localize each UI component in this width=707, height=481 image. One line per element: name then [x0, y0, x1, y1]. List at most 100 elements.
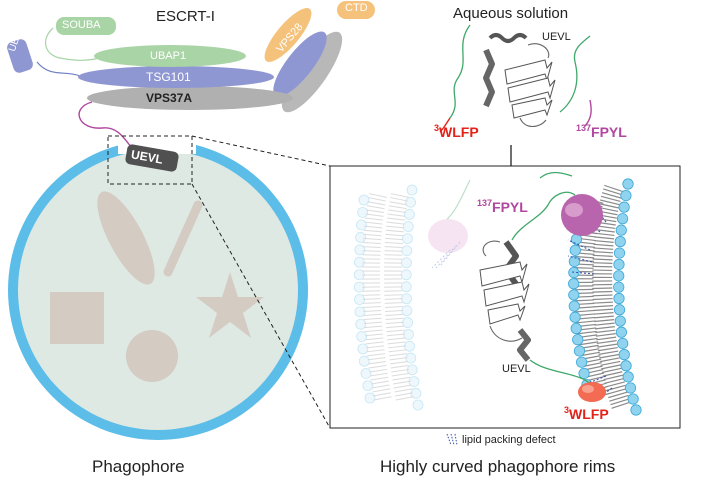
- fpyl-surface: [561, 194, 603, 236]
- aqueous-c-linker: [559, 35, 591, 113]
- aqueous-helix-2: [483, 48, 495, 108]
- membrane-uevl-protein: [479, 171, 606, 402]
- lipid-head-faded: [401, 293, 412, 305]
- lipid-head-inner: [568, 289, 580, 301]
- phagophore: [8, 136, 308, 440]
- lipid-head-faded: [401, 245, 413, 257]
- lipid-head-faded: [354, 294, 365, 305]
- membrane-panel: [329, 165, 681, 446]
- lipid-head-faded: [358, 194, 370, 206]
- lipid-head-faded: [357, 343, 369, 355]
- lipid-head-faded: [356, 331, 368, 342]
- lipid-head-outer: [620, 360, 632, 372]
- souba-linker: [44, 27, 101, 61]
- lipid-head-inner: [576, 356, 588, 368]
- tsg101-label: TSG101: [146, 70, 191, 84]
- lipid-head-outer: [620, 189, 632, 202]
- lipid-head-inner: [568, 255, 580, 268]
- aqueous-uevl-protein: [439, 24, 592, 133]
- aqueous-wlfp-index: 3: [434, 123, 440, 133]
- lipid-head-faded: [412, 399, 424, 411]
- lipid-head-faded: [354, 306, 366, 318]
- lipid-head-faded: [402, 221, 414, 232]
- uevl-tag: [125, 144, 179, 172]
- vps28-rod: [264, 8, 312, 62]
- lipid-head-faded: [402, 317, 413, 328]
- uev-box: [7, 39, 33, 73]
- uevl-linker: [78, 101, 133, 149]
- lipid-head-faded: [354, 244, 366, 256]
- ubap1-label: UBAP1: [150, 50, 187, 62]
- lipid-head-faded: [355, 318, 367, 330]
- lipid-head-faded: [356, 219, 367, 231]
- lipid-head-outer: [613, 247, 626, 259]
- lipid-head-inner: [568, 278, 580, 290]
- aqueous-fpyl-index: 137: [576, 123, 592, 133]
- fpyl-surface-highlight: [565, 203, 583, 217]
- lipid-head-faded: [362, 380, 374, 392]
- panel-loops: [482, 240, 523, 342]
- lipid-head-faded: [402, 233, 413, 245]
- lipid-head-outer: [618, 349, 630, 361]
- ctd-label: CTD: [345, 2, 368, 14]
- lipid-head-inner: [568, 300, 580, 312]
- lipid-head-faded: [408, 376, 420, 388]
- lipid-head-outer: [613, 270, 625, 282]
- faded-linker: [439, 179, 471, 226]
- panel-wlfp-index: 3: [564, 405, 570, 415]
- aqueous-sheets: [504, 59, 556, 119]
- ctd-box: [337, 1, 375, 19]
- lipid-head-outer: [622, 178, 634, 190]
- souba-label: SOUBA: [62, 19, 101, 31]
- aqueous-wlfp-motif: 3WLFP: [434, 123, 479, 140]
- panel-sheets: [479, 261, 530, 325]
- aqueous-title: Aqueous solution: [453, 5, 569, 22]
- panel-uevl-label: UEVL: [502, 363, 531, 375]
- lipid-head-faded: [401, 305, 413, 317]
- lipid-head-faded: [404, 340, 415, 352]
- vps37a-rod: [87, 86, 293, 110]
- lipid-head-inner: [570, 322, 582, 335]
- cargo-star: [196, 272, 264, 338]
- zoom-box: [107, 135, 193, 185]
- lipid-head-faded: [357, 207, 369, 218]
- lipid-head-faded: [403, 208, 415, 220]
- phagophore-lumen: [18, 150, 298, 430]
- escrt-i-title: ESCRT-I: [156, 8, 215, 25]
- lipid-head-outer: [613, 281, 625, 293]
- lipid-head-outer: [624, 382, 637, 394]
- lipid-head-faded: [355, 232, 366, 243]
- aqueous-fpyl-text: FPYL: [591, 124, 627, 140]
- lipid-head-faded: [364, 392, 376, 404]
- panel-fpyl-index: 137: [477, 198, 493, 208]
- zoom-line-bottom: [191, 183, 331, 429]
- panel-wlfp-motif: 3WLFP: [564, 405, 609, 422]
- lipid-head-inner: [569, 244, 581, 256]
- curved-bilayer: [567, 178, 642, 416]
- aqueous-n-linker: [449, 24, 471, 119]
- lipid-head-outer: [615, 326, 627, 338]
- lipid-head-outer: [617, 337, 629, 350]
- lipid-head-faded: [405, 196, 416, 208]
- lipid-head-inner: [578, 367, 590, 380]
- lipid-head-faded: [353, 281, 365, 293]
- lipid-head-faded: [358, 355, 370, 367]
- lipid-head-outer: [613, 292, 625, 305]
- wlfp-surface: [578, 382, 606, 402]
- zoom-indicator: [107, 135, 331, 429]
- lipid-head-outer: [613, 304, 626, 316]
- lipid-head-outer: [630, 404, 642, 416]
- panel-helix-2: [517, 328, 531, 362]
- aqueous-uevl-label: UEVL: [542, 31, 571, 43]
- lipid-head-inner: [572, 334, 584, 346]
- vps37a-label: VPS37A: [146, 91, 193, 105]
- panel-wlfp-text: WLFP: [569, 406, 609, 422]
- panel-fpyl-text: FPYL: [492, 199, 528, 215]
- souba-box: [56, 17, 116, 35]
- lipid-head-outer: [614, 236, 626, 248]
- wlfp-surface-highlight: [582, 385, 594, 393]
- panel-top-linker: [539, 171, 573, 179]
- lipid-head-inner: [573, 345, 586, 357]
- aqueous-loops: [519, 43, 550, 128]
- lipid-head-outer: [622, 371, 634, 383]
